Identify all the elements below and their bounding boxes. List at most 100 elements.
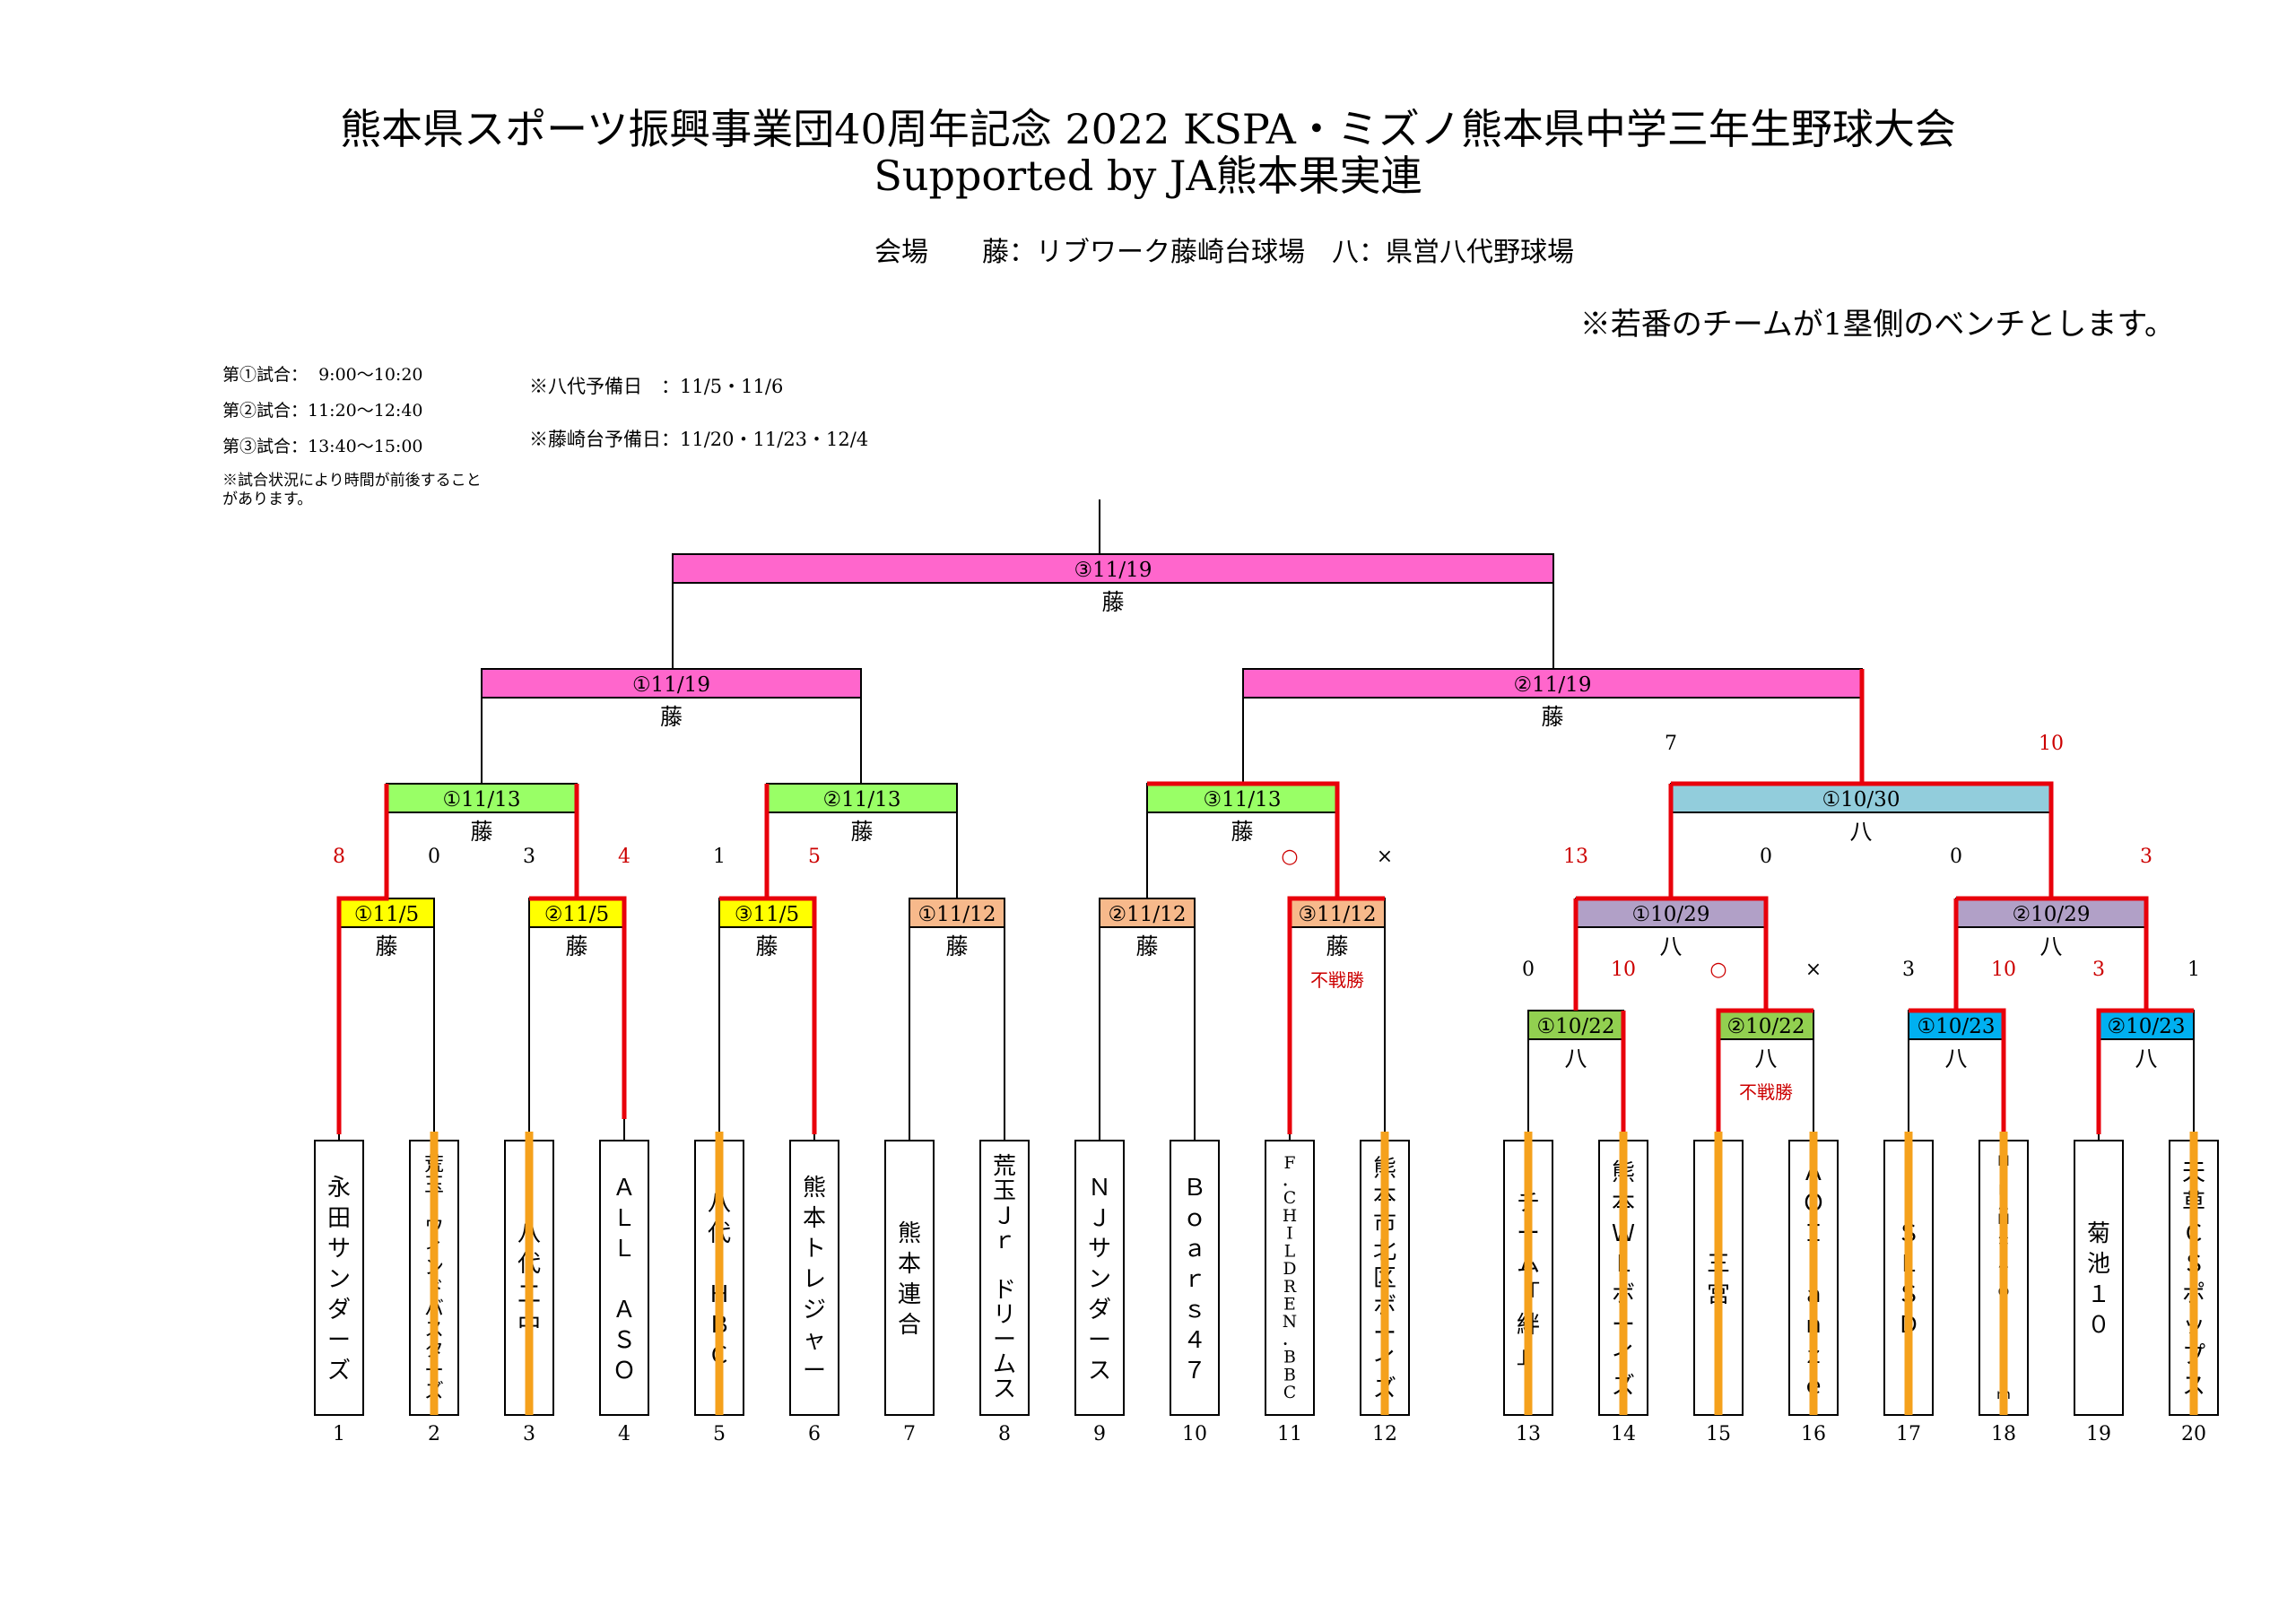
winner-path xyxy=(1909,1008,2006,1134)
match-venue: 藤 xyxy=(470,819,492,845)
team-box xyxy=(314,1140,364,1416)
match-venue: 藤 xyxy=(1541,704,1563,730)
match-venue: 八 xyxy=(1944,1046,1967,1072)
venue-legend: 会場 藤：リブワーク藤崎台球場 八：県営八代野球場 xyxy=(874,237,1574,268)
team-name: 荒玉・ウィンドバスターズ xyxy=(424,1153,444,1402)
team-number: 16 xyxy=(1801,1423,1826,1445)
match-date: ②10/29 xyxy=(2013,903,2091,926)
winner-path xyxy=(1576,896,1769,1011)
team-name-char: 池 xyxy=(2087,1251,2110,1278)
match-venue: 藤 xyxy=(1101,589,1124,615)
team-name-char: ４ xyxy=(1183,1327,1206,1354)
score: ○ xyxy=(1709,959,1726,981)
team-number: 8 xyxy=(998,1423,1011,1445)
team-name-char: 菊 xyxy=(2087,1220,2110,1247)
reserve-yatsushiro: ※八代予備日 ：11/5・11/6 xyxy=(529,376,784,397)
match-header xyxy=(1527,1010,1624,1040)
walkover-note: 不戦勝 xyxy=(1310,969,1364,991)
team-name-char: 熊 xyxy=(803,1175,826,1202)
match-header xyxy=(1670,783,2052,813)
match-date: ①11/12 xyxy=(918,903,996,926)
team-number: 17 xyxy=(1896,1423,1921,1445)
team-name-char: ジ xyxy=(803,1297,826,1324)
match-date: ①10/29 xyxy=(1632,903,1710,926)
schedule-slot-1: 第①試合： 9:00〜10:20 xyxy=(222,365,423,385)
team-name-char: サ xyxy=(1088,1236,1111,1263)
match-date: ③11/19 xyxy=(1074,559,1152,582)
match-date: ②11/19 xyxy=(1514,673,1592,697)
team-name-char: ダ xyxy=(327,1297,351,1324)
team-name-char: ス xyxy=(1088,1358,1111,1384)
team-box xyxy=(789,1140,839,1416)
team-name-char: ー xyxy=(327,1327,351,1354)
score: 10 xyxy=(1991,959,2016,981)
team-name-char: B xyxy=(1283,1349,1296,1367)
team-name-char: Ｊ xyxy=(993,1202,1016,1229)
team-name-char: E xyxy=(1283,1295,1296,1314)
team-name: Ｂｏａｒｓ４７ xyxy=(1183,1175,1206,1384)
team-box xyxy=(884,1140,935,1416)
team-name-char: ー xyxy=(1088,1327,1111,1354)
team-name: ＮＪサンダース xyxy=(1088,1175,1111,1384)
match-venue: 藤 xyxy=(660,704,683,730)
match-date: ②11/5 xyxy=(544,903,609,926)
score: 7 xyxy=(1665,733,1677,755)
score: 1 xyxy=(713,846,726,868)
team-name-char: ャ xyxy=(803,1327,826,1354)
match-venue: 藤 xyxy=(945,933,968,959)
team-number: 20 xyxy=(2181,1423,2206,1445)
match-venue: 藤 xyxy=(755,933,778,959)
team-name-char: ダ xyxy=(1088,1297,1111,1324)
team-name-char: ｏ xyxy=(1183,1205,1206,1232)
team-name-char: C xyxy=(1283,1189,1296,1208)
score: × xyxy=(1377,846,1393,868)
winner-path xyxy=(2096,1008,2194,1134)
match-date: ①10/30 xyxy=(1822,788,1900,812)
team-name-char: Ｓ xyxy=(613,1327,636,1354)
match-venue: 藤 xyxy=(565,933,587,959)
match-venue: 藤 xyxy=(1326,933,1348,959)
match-header xyxy=(672,553,1554,584)
match-header xyxy=(1242,668,1863,699)
winner-path xyxy=(1956,896,2149,1011)
team-name-char: ０ xyxy=(2087,1312,2110,1339)
bench-note: ※若番のチームが1塁側のベンチとします。 xyxy=(1579,307,2175,343)
match-venue: 八 xyxy=(2039,933,2062,959)
score: ○ xyxy=(1281,846,1298,868)
team-name: 熊本連合 xyxy=(898,1220,921,1339)
score: 3 xyxy=(2140,846,2152,868)
team-name-char: ス xyxy=(993,1376,1016,1402)
team-box xyxy=(1074,1140,1125,1416)
team-name-char: ｒ xyxy=(1183,1266,1206,1293)
team-name-char: ン xyxy=(1088,1266,1111,1293)
match-header xyxy=(1099,898,1196,928)
score: 0 xyxy=(1760,846,1772,868)
match-header xyxy=(2098,1010,2195,1040)
team-name-char: Ｎ xyxy=(1088,1175,1111,1202)
team-name: 菊池 １ ０ xyxy=(2087,1220,2110,1339)
team-number: 11 xyxy=(1277,1423,1302,1445)
team-name-char: Ｂ xyxy=(1183,1175,1206,1202)
match-date: ①10/23 xyxy=(1918,1015,1996,1038)
score: 4 xyxy=(618,846,631,868)
team-name-char: １ xyxy=(2087,1281,2110,1308)
team-box xyxy=(2074,1140,2124,1416)
winner-path xyxy=(719,896,817,1134)
match-header xyxy=(766,783,958,813)
team-name-char: Ｏ xyxy=(613,1358,636,1384)
team-name-char: ７ xyxy=(1183,1358,1206,1384)
team-name-char: 本 xyxy=(803,1205,826,1232)
match-date: ①10/22 xyxy=(1537,1015,1615,1038)
score: 0 xyxy=(428,846,440,868)
winner-path xyxy=(529,896,627,1119)
winner-path xyxy=(1716,1008,1813,1134)
team-number: 13 xyxy=(1516,1423,1541,1445)
team-name-char: 合 xyxy=(898,1312,921,1339)
team-number: 4 xyxy=(618,1423,631,1445)
team-name-char: C xyxy=(1283,1384,1296,1402)
team-name-char: Ａ xyxy=(613,1297,636,1324)
team-name-char: R xyxy=(1283,1278,1297,1297)
team-number: 18 xyxy=(1991,1423,2016,1445)
score: 10 xyxy=(1611,959,1636,981)
